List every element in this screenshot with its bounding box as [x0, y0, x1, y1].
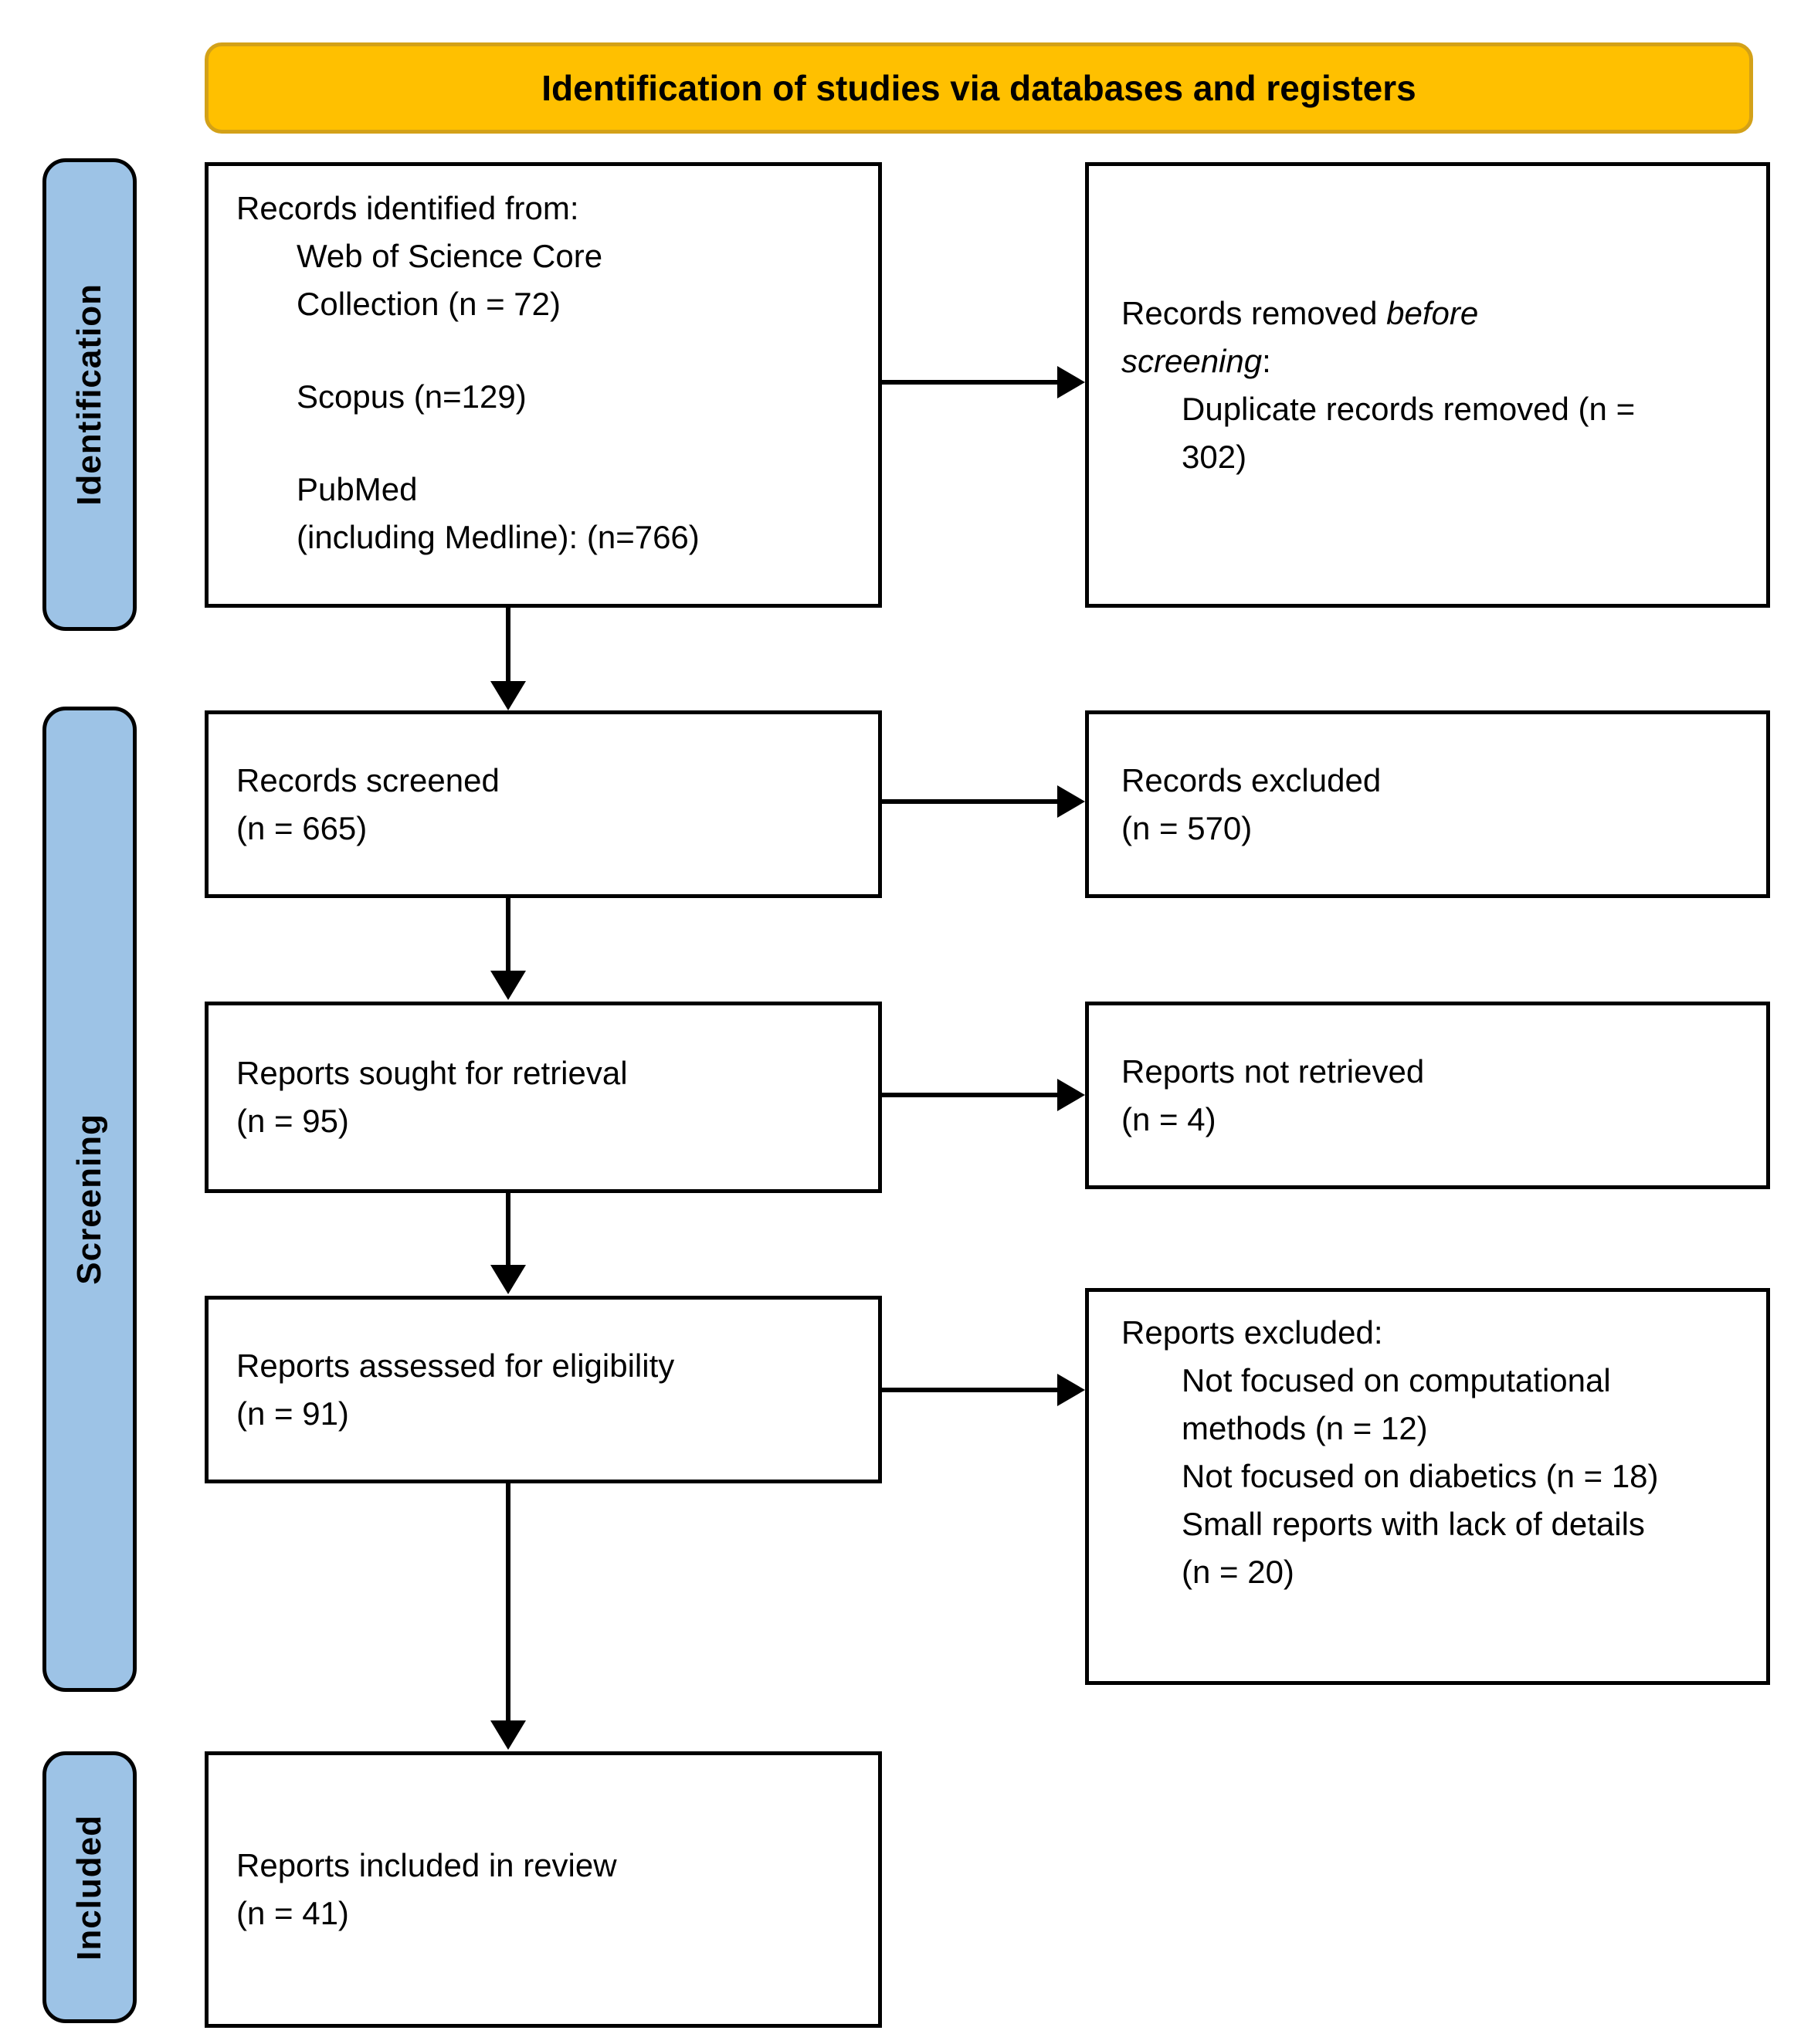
- records-removed-intro-prefix: Records removed: [1121, 294, 1387, 331]
- reports-not-retrieved-label: Reports not retrieved: [1121, 1053, 1425, 1090]
- reports-included-label: Reports included in review: [236, 1847, 617, 1883]
- records-screened-label: Records screened: [236, 761, 500, 798]
- stage-label-included-text: Included: [70, 1814, 108, 1961]
- arrow-assessed-to-excluded-head: [1057, 1374, 1085, 1406]
- reports-excluded-reason: Not focused on diabetics (n = 18): [1182, 1458, 1659, 1494]
- arrow-screened-to-excluded-line: [880, 799, 1059, 804]
- box-records-excluded: Records excluded (n = 570): [1085, 710, 1770, 898]
- arrow-assessed-to-included-head: [490, 1720, 526, 1750]
- reports-not-retrieved-count: (n = 4): [1121, 1100, 1216, 1137]
- diagram-title-banner: Identification of studies via databases …: [205, 42, 1753, 134]
- diagram-title: Identification of studies via databases …: [541, 68, 1416, 108]
- arrow-screened-to-sought-line: [506, 898, 510, 972]
- source-line: PubMed: [297, 471, 418, 507]
- reports-sought-label: Reports sought for retrieval: [236, 1055, 628, 1091]
- box-reports-included: Reports included in review (n = 41): [205, 1751, 882, 2028]
- arrow-sought-to-assessed-head: [490, 1265, 526, 1294]
- stage-label-screening: Screening: [42, 707, 137, 1692]
- arrow-identified-to-screened-head: [490, 681, 526, 710]
- source-line: Web of Science Core: [297, 238, 603, 274]
- box-reports-not-retrieved: Reports not retrieved (n = 4): [1085, 1002, 1770, 1189]
- stage-label-screening-text: Screening: [70, 1114, 108, 1285]
- box-reports-sought: Reports sought for retrieval (n = 95): [205, 1002, 882, 1193]
- stage-label-included: Included: [42, 1751, 137, 2023]
- source-pubmed: PubMed (including Medline): (n=766): [236, 466, 859, 561]
- records-excluded-count: (n = 570): [1121, 809, 1253, 846]
- reports-sought-count: (n = 95): [236, 1103, 349, 1139]
- reports-included-count: (n = 41): [236, 1895, 349, 1931]
- arrow-sought-to-assessed-line: [506, 1193, 510, 1266]
- records-removed-intro-suffix: :: [1262, 342, 1271, 379]
- records-removed-intro: Records removed before screening:: [1121, 290, 1569, 385]
- arrow-screened-to-excluded-head: [1057, 785, 1085, 818]
- box-records-removed: Records removed before screening: Duplic…: [1085, 162, 1770, 608]
- stage-label-identification-text: Identification: [70, 283, 108, 506]
- box-reports-assessed: Reports assessed for eligibility (n = 91…: [205, 1296, 882, 1483]
- box-reports-excluded: Reports excluded: Not focused on computa…: [1085, 1288, 1770, 1685]
- stage-label-identification: Identification: [42, 158, 137, 631]
- arrow-assessed-to-included-line: [506, 1483, 510, 1722]
- arrow-identified-to-screened-line: [506, 608, 510, 683]
- arrow-sought-to-not-retrieved-head: [1057, 1079, 1085, 1111]
- source-web-of-science: Web of Science Core Collection (n = 72): [236, 232, 859, 328]
- arrow-identified-to-removed-line: [880, 380, 1059, 385]
- reports-excluded-reason: Small reports with lack of details (n = …: [1182, 1506, 1645, 1590]
- box-records-screened: Records screened (n = 665): [205, 710, 882, 898]
- reports-excluded-reason: Not focused on computational methods (n …: [1182, 1362, 1611, 1446]
- records-removed-intro-italic: before screening: [1121, 294, 1479, 379]
- source-scopus: Scopus (n=129): [236, 373, 859, 421]
- source-line: Collection (n = 72): [297, 286, 561, 322]
- records-identified-intro: Records identified from:: [236, 190, 579, 226]
- source-line: Scopus (n=129): [297, 378, 527, 415]
- box-records-identified: Records identified from: Web of Science …: [205, 162, 882, 608]
- records-removed-reason: Duplicate records removed (n = 302): [1182, 390, 1636, 475]
- records-excluded-label: Records excluded: [1121, 761, 1382, 798]
- arrow-screened-to-sought-head: [490, 971, 526, 1000]
- arrow-identified-to-removed-head: [1057, 366, 1085, 398]
- arrow-sought-to-not-retrieved-line: [880, 1093, 1059, 1097]
- reports-assessed-count: (n = 91): [236, 1395, 349, 1432]
- arrow-assessed-to-excluded-line: [880, 1388, 1059, 1392]
- reports-assessed-label: Reports assessed for eligibility: [236, 1347, 675, 1384]
- reports-excluded-intro: Reports excluded:: [1121, 1314, 1383, 1351]
- records-screened-count: (n = 665): [236, 809, 368, 846]
- source-line: (including Medline): (n=766): [297, 519, 700, 555]
